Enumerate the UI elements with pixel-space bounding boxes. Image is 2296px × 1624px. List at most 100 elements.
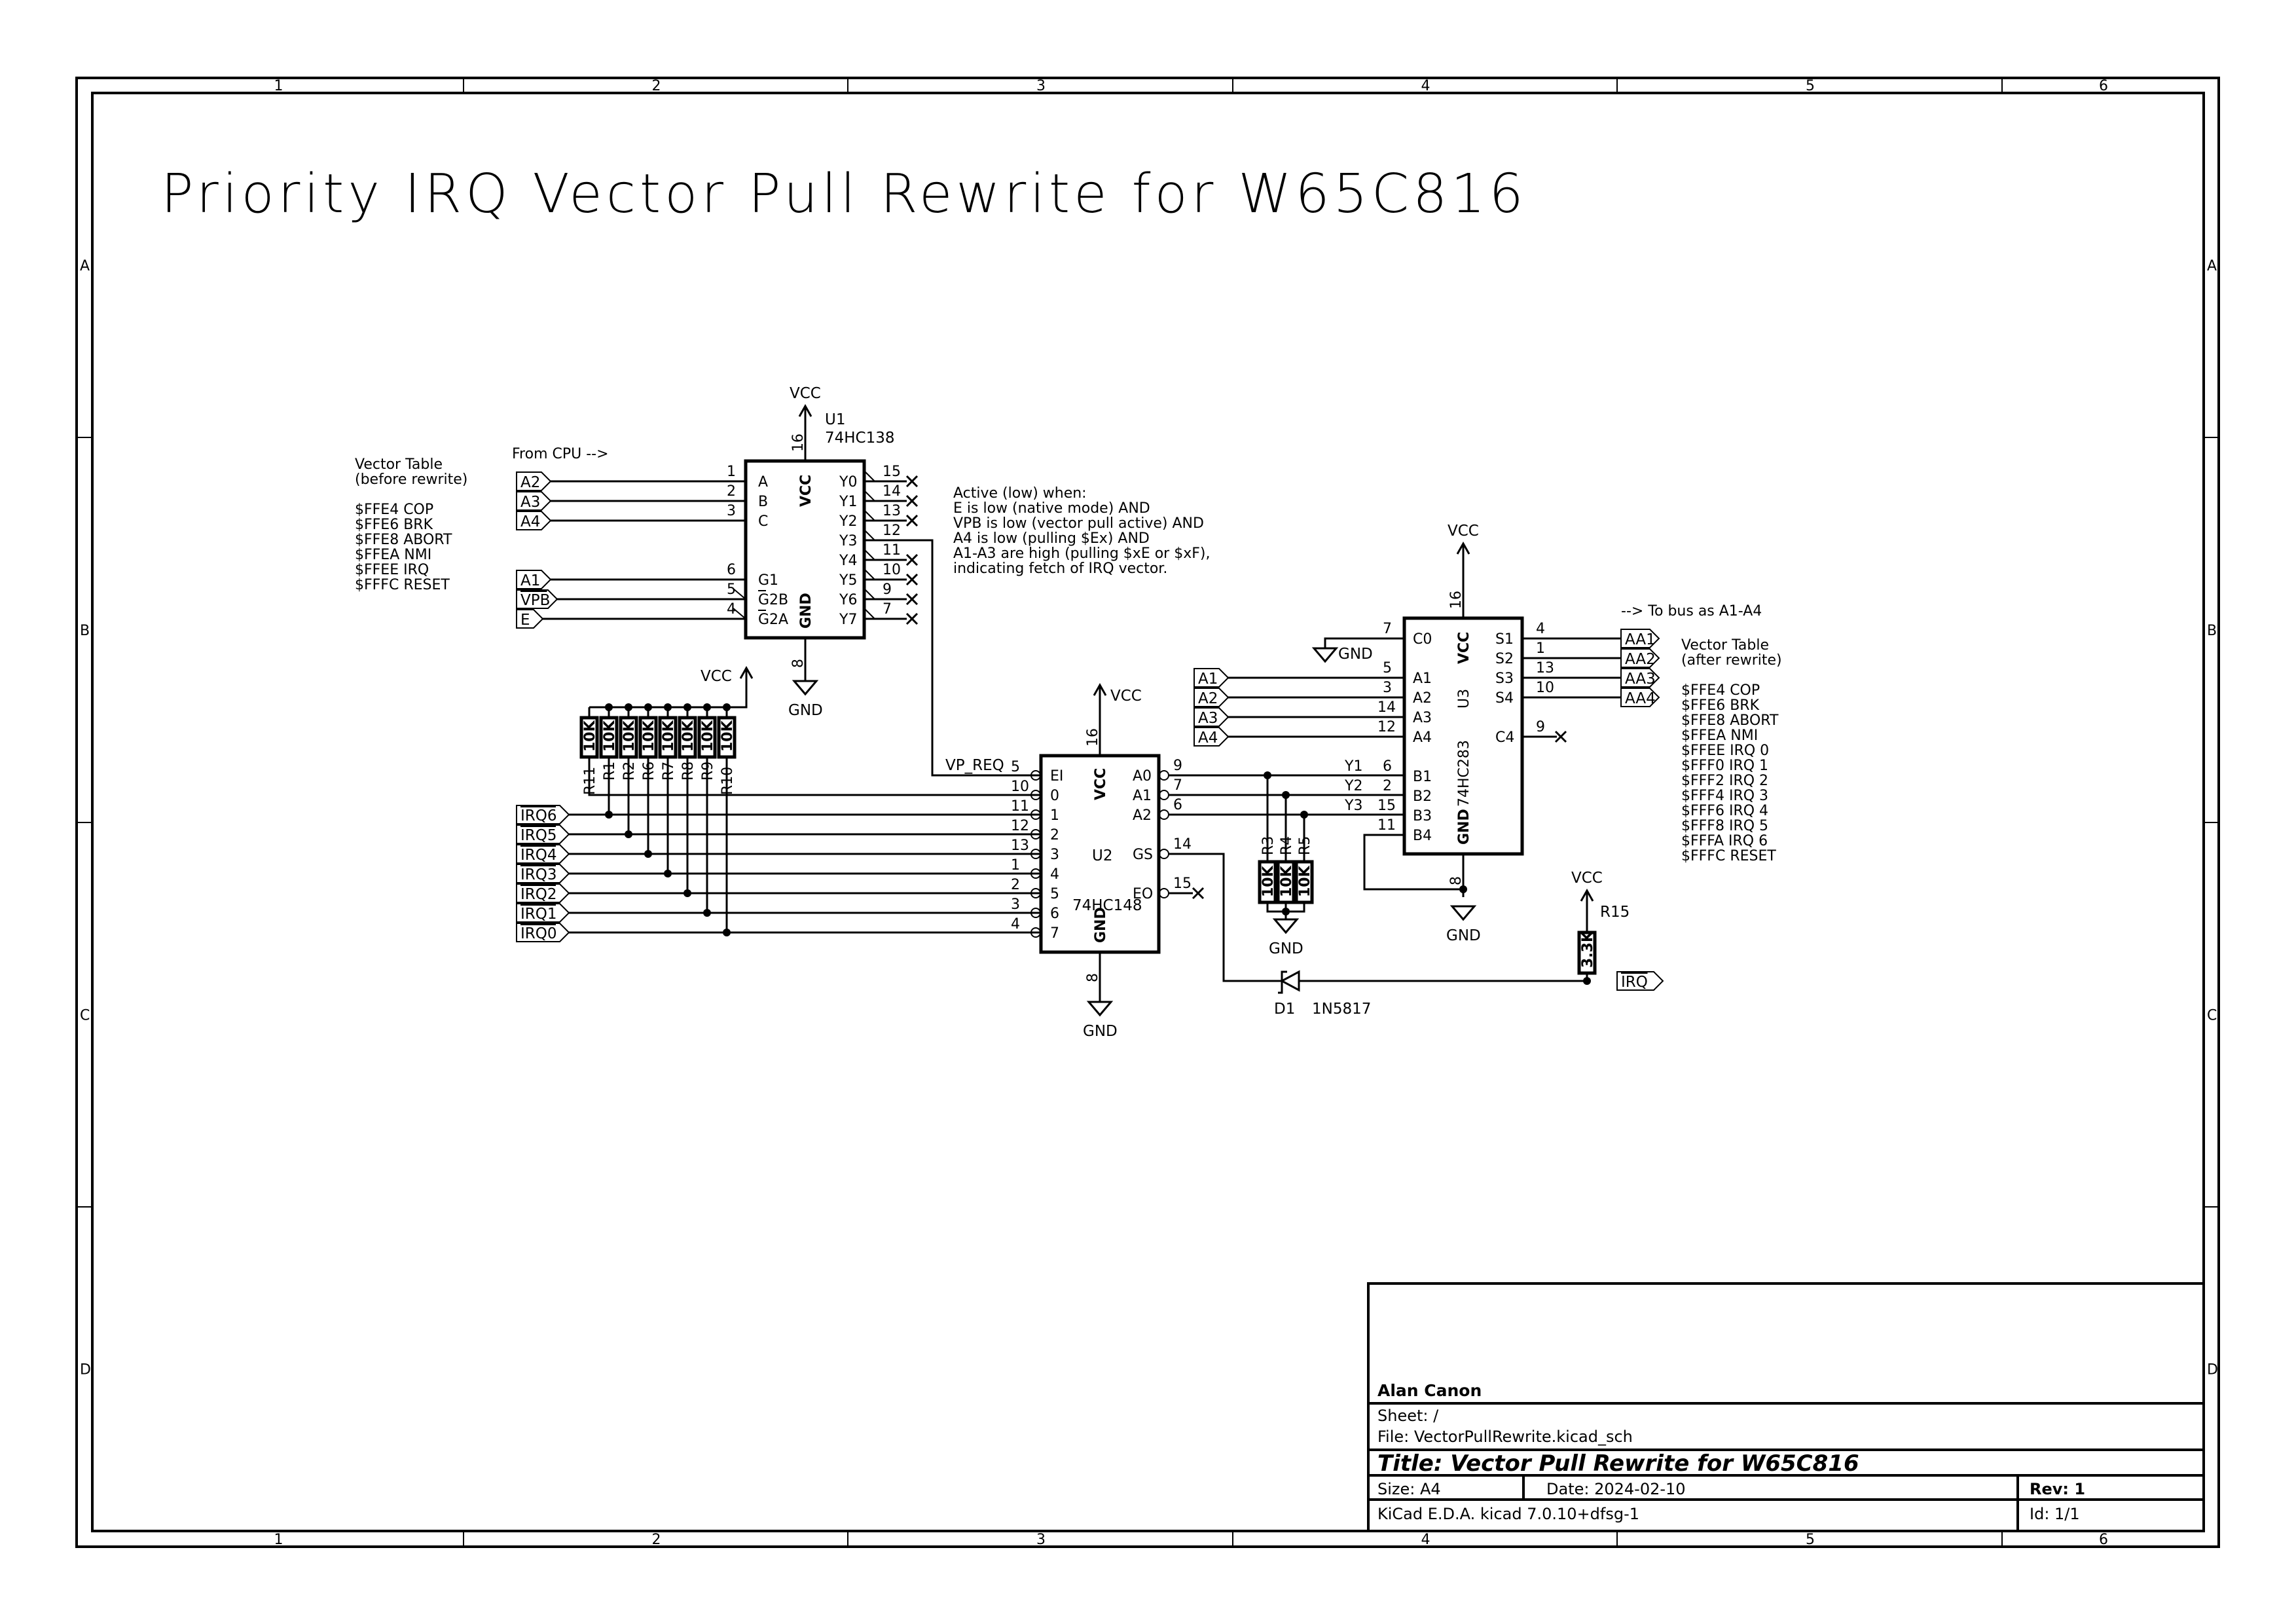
u3-vcc-pin-name: VCC (1456, 632, 1472, 664)
title-block-tool: KiCad E.D.A. kicad 7.0.10+dfsg-1 (1377, 1505, 1639, 1523)
frame-row-label: C (80, 1008, 90, 1024)
r15-resistor (1577, 931, 1597, 975)
u3-output-label (1620, 629, 1660, 648)
u1-input-label-text: A4 (520, 513, 540, 530)
irq-input-label-text: IRQ6 (520, 807, 557, 824)
pullup-ref: R8 (680, 762, 697, 781)
title-block-file: File: VectorPullRewrite.kicad_sch (1377, 1428, 1633, 1446)
u1-vcc-pin-number: 16 (790, 434, 807, 452)
vector-table-after-line: $FFF6 IRQ 4 (1681, 803, 1768, 819)
frame-column-label: 3 (1036, 1532, 1046, 1548)
u3-input-label (1194, 727, 1230, 747)
title-block: Alan Canon Sheet: / File: VectorPullRewr… (1367, 1282, 2205, 1532)
frame-row-label: A (2207, 258, 2217, 274)
resistor-value: 10K (582, 720, 598, 752)
active-low-marker-icon (733, 608, 748, 619)
active-when-note-line: A4 is low (pulling $Ex) AND (953, 530, 1150, 547)
junction-dot (625, 830, 632, 838)
u1-input-label (516, 570, 552, 589)
u2-pin-number: 10 (1011, 779, 1029, 795)
vcc-arrow-icon (798, 403, 812, 417)
u3-pin-number: 6 (1383, 758, 1392, 775)
title-block-rev: Rev: 1 (2030, 1480, 2085, 1498)
u3-input-label (1194, 668, 1230, 688)
junction-dot (683, 889, 691, 897)
frame-row-label: B (2207, 623, 2217, 639)
active-low-marker-icon (733, 588, 748, 600)
frame-row-label: D (2207, 1362, 2218, 1378)
u1-pin-name: G2A (758, 612, 788, 628)
vector-table-after-line: $FFEA NMI (1681, 728, 1758, 744)
u1-pin-name: Y1 (839, 494, 857, 510)
irq-input-label (516, 824, 570, 844)
gnd-symbol-icon (1272, 918, 1300, 934)
u3-value: 74HC283 (1456, 740, 1472, 807)
u1-gnd-pin-number: 8 (790, 659, 807, 668)
no-connect-icon (905, 475, 919, 488)
irq-input-label (516, 903, 570, 923)
u1-input-label (516, 471, 552, 491)
pulldown-resistor (1294, 860, 1314, 904)
active-low-marker-icon (864, 490, 875, 502)
title-block-title: Title: Vector Pull Rewrite for W65C816 (1377, 1450, 1859, 1477)
title-block-date: Date: 2024-02-10 (1546, 1480, 1686, 1498)
frame-row-label: C (2207, 1008, 2217, 1024)
u1-input-label-text: VPB (520, 592, 550, 609)
pullup-resistor (678, 716, 697, 759)
u1-input-label-text: A1 (520, 572, 540, 589)
u1-pin-name: G2B (758, 592, 788, 608)
no-connect-icon (1554, 730, 1567, 743)
u1-pin-number: 10 (883, 562, 901, 578)
u3-pin-number: 3 (1383, 680, 1392, 696)
u3-input-label-text: A4 (1198, 729, 1218, 747)
inverted-pin-bubble-icon (1159, 809, 1169, 820)
u2-pin-number: 12 (1011, 818, 1029, 834)
junction-dot (723, 929, 731, 936)
u3-pin-name: C4 (1495, 729, 1514, 746)
title-block-id: Id: 1/1 (2030, 1505, 2080, 1523)
resistor-value: 10K (1297, 865, 1313, 897)
frame-row-label: A (80, 258, 90, 274)
resistor-value: 10K (1260, 865, 1277, 897)
pulldown-ref: R5 (1297, 836, 1313, 855)
u3-pin-name: B3 (1413, 808, 1432, 824)
u3-ref: U3 (1456, 689, 1472, 709)
u3-input-label (1194, 707, 1230, 727)
frame-column-label: 6 (2099, 78, 2108, 94)
u3-pin-number: 7 (1383, 621, 1392, 637)
vector-table-after-line: $FFF8 IRQ 5 (1681, 818, 1768, 834)
vcc-arrow-icon (1456, 541, 1470, 555)
u2-pin-number: 13 (1011, 838, 1029, 854)
u1-pin-name: Y4 (839, 553, 857, 569)
vector-table-before-line: $FFEA NMI (355, 547, 431, 563)
active-when-note-line: VPB is low (vector pull active) AND (953, 515, 1204, 532)
vcc-label: VCC (1571, 870, 1603, 887)
vcc-arrow-icon (1580, 888, 1594, 902)
u2-pin-number: 2 (1011, 877, 1020, 893)
vp-req-net-label: VP_REQ (945, 757, 1004, 774)
u1-pin-name: C (758, 513, 768, 530)
b4-gnd-wire (1363, 834, 1463, 891)
u1-pin-name: A (758, 474, 768, 490)
inverted-pin-bubble-icon (1030, 809, 1041, 820)
u2-pin-name: A2 (1133, 807, 1152, 824)
active-low-marker-icon (864, 608, 875, 619)
active-when-note-line: E is low (native mode) AND (953, 500, 1150, 517)
no-connect-icon (905, 573, 919, 586)
pullup-ref: R10 (720, 767, 736, 795)
u3-output-label-text: AA4 (1625, 690, 1656, 707)
u2-pin-number: 14 (1173, 836, 1192, 853)
irq-output-label-text: IRQ (1621, 974, 1648, 991)
diode-cathode-icon (1278, 970, 1287, 994)
no-connect-icon (905, 593, 919, 606)
u1-pin-number: 1 (727, 464, 736, 480)
u3-gnd-pin-number: 8 (1448, 876, 1465, 885)
frame-column-label: 5 (1806, 1532, 1815, 1548)
no-connect-icon (1192, 887, 1205, 900)
u1-ref: U1 (825, 411, 845, 428)
resistor-value: 10K (720, 720, 736, 752)
inverted-pin-bubble-icon (1030, 790, 1041, 800)
u3-input-label-text: A3 (1198, 710, 1218, 727)
vector-table-after-line: $FFF0 IRQ 1 (1681, 758, 1768, 774)
resistor-value: 10K (1279, 865, 1295, 897)
